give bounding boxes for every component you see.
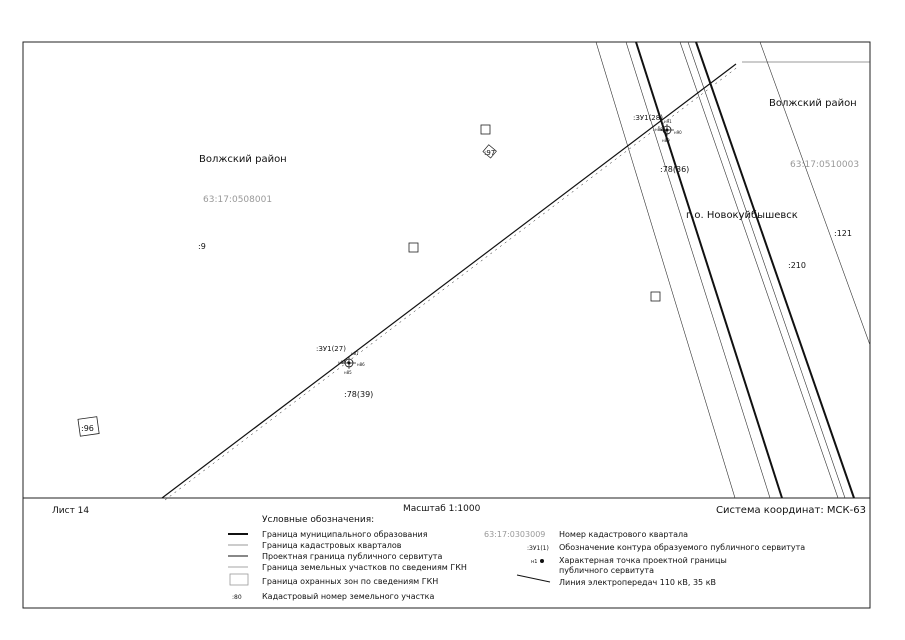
legend-quarter-sample: 63:17:0303009 — [484, 530, 545, 539]
district-label-right: Волжский район — [769, 98, 857, 109]
protection-zone-square — [650, 291, 661, 302]
servitude-label-27: :ЗУ1(27) — [316, 345, 346, 353]
parcel-number-78-36: :78(36) — [660, 165, 689, 174]
legend-point-sample: н1 — [531, 559, 537, 565]
parcel-number-121: :121 — [834, 229, 852, 238]
legend-item-protection-zone: Граница охранных зон по сведениям ГКН — [262, 577, 438, 586]
point-label: н89 — [662, 138, 670, 143]
parcel-96-outline — [77, 416, 100, 437]
legend-parcel-sample: :80 — [232, 594, 242, 601]
servitude-marker-27 — [342, 357, 356, 369]
parcel-number-9: :9 — [198, 242, 206, 251]
legend-powerline-desc: Линия электропередач 110 кВ, 35 кВ — [559, 578, 716, 587]
legend-title: Условные обозначения: — [262, 515, 374, 525]
point-label: н90 — [674, 130, 682, 135]
legend-quarter-desc: Номер кадастрового квартала — [559, 530, 688, 539]
legend-point-desc-2: публичного сервитута — [559, 566, 654, 575]
map-frame — [22, 41, 871, 609]
legend: Условные обозначения: :80 Граница муници… — [228, 515, 805, 601]
district-label-left: Волжский район — [199, 154, 287, 165]
legend-item-parcel: Граница земельных участков по сведениям … — [262, 563, 467, 572]
point-label: н88 — [655, 127, 663, 132]
quarter-number-right: 63:17:0510003 — [790, 160, 859, 170]
protection-zone-square — [480, 124, 491, 135]
legend-point-desc-1: Характерная точка проектной границы — [559, 556, 727, 565]
power-line — [161, 63, 740, 501]
parcel-97-outline — [482, 144, 497, 159]
point-label: н86 — [357, 362, 365, 367]
point-label: н85 — [344, 370, 352, 375]
legend-symbol-protection-zone — [229, 573, 249, 586]
servitude-marker-28 — [660, 124, 674, 136]
servitude-label-28: :ЗУ1(28) — [633, 114, 663, 122]
quarter-boundaries — [595, 41, 871, 499]
legend-item-servitude: Проектная граница публичного сервитута — [262, 552, 442, 561]
coordinate-system: Система координат: МСК-63 — [716, 505, 866, 516]
parcel-number-210: :210 — [788, 261, 806, 270]
protection-zone-square — [408, 242, 419, 253]
sheet-number: Лист 14 — [52, 506, 89, 516]
map-scale: Масштаб 1:1000 — [403, 504, 481, 514]
legend-item-parcel-number: Кадастровый номер земельного участка — [262, 592, 435, 601]
legend-servitude-sample: :ЗУ1(1) — [527, 545, 549, 552]
municipal-boundary — [635, 41, 855, 499]
parcel-number-97: :97 — [484, 149, 495, 157]
legend-powerline-symbol — [516, 574, 551, 583]
legend-point-symbol — [540, 559, 544, 563]
parcel-number-78-39: :78(39) — [344, 390, 373, 399]
municipality-label: г.о. Новокуйбышевск — [686, 210, 798, 221]
quarter-number-left: 63:17:0508001 — [203, 195, 272, 205]
point-label: н87 — [351, 351, 359, 356]
legend-item-quarter: Граница кадастровых кварталов — [262, 541, 402, 550]
legend-servitude-desc: Обозначение контура образуемого публично… — [559, 543, 805, 552]
point-label: н91 — [664, 119, 672, 124]
point-label: н84 — [338, 360, 346, 365]
legend-item-municipal: Граница муниципального образования — [262, 530, 428, 539]
parcel-number-96: :96 — [81, 424, 94, 433]
